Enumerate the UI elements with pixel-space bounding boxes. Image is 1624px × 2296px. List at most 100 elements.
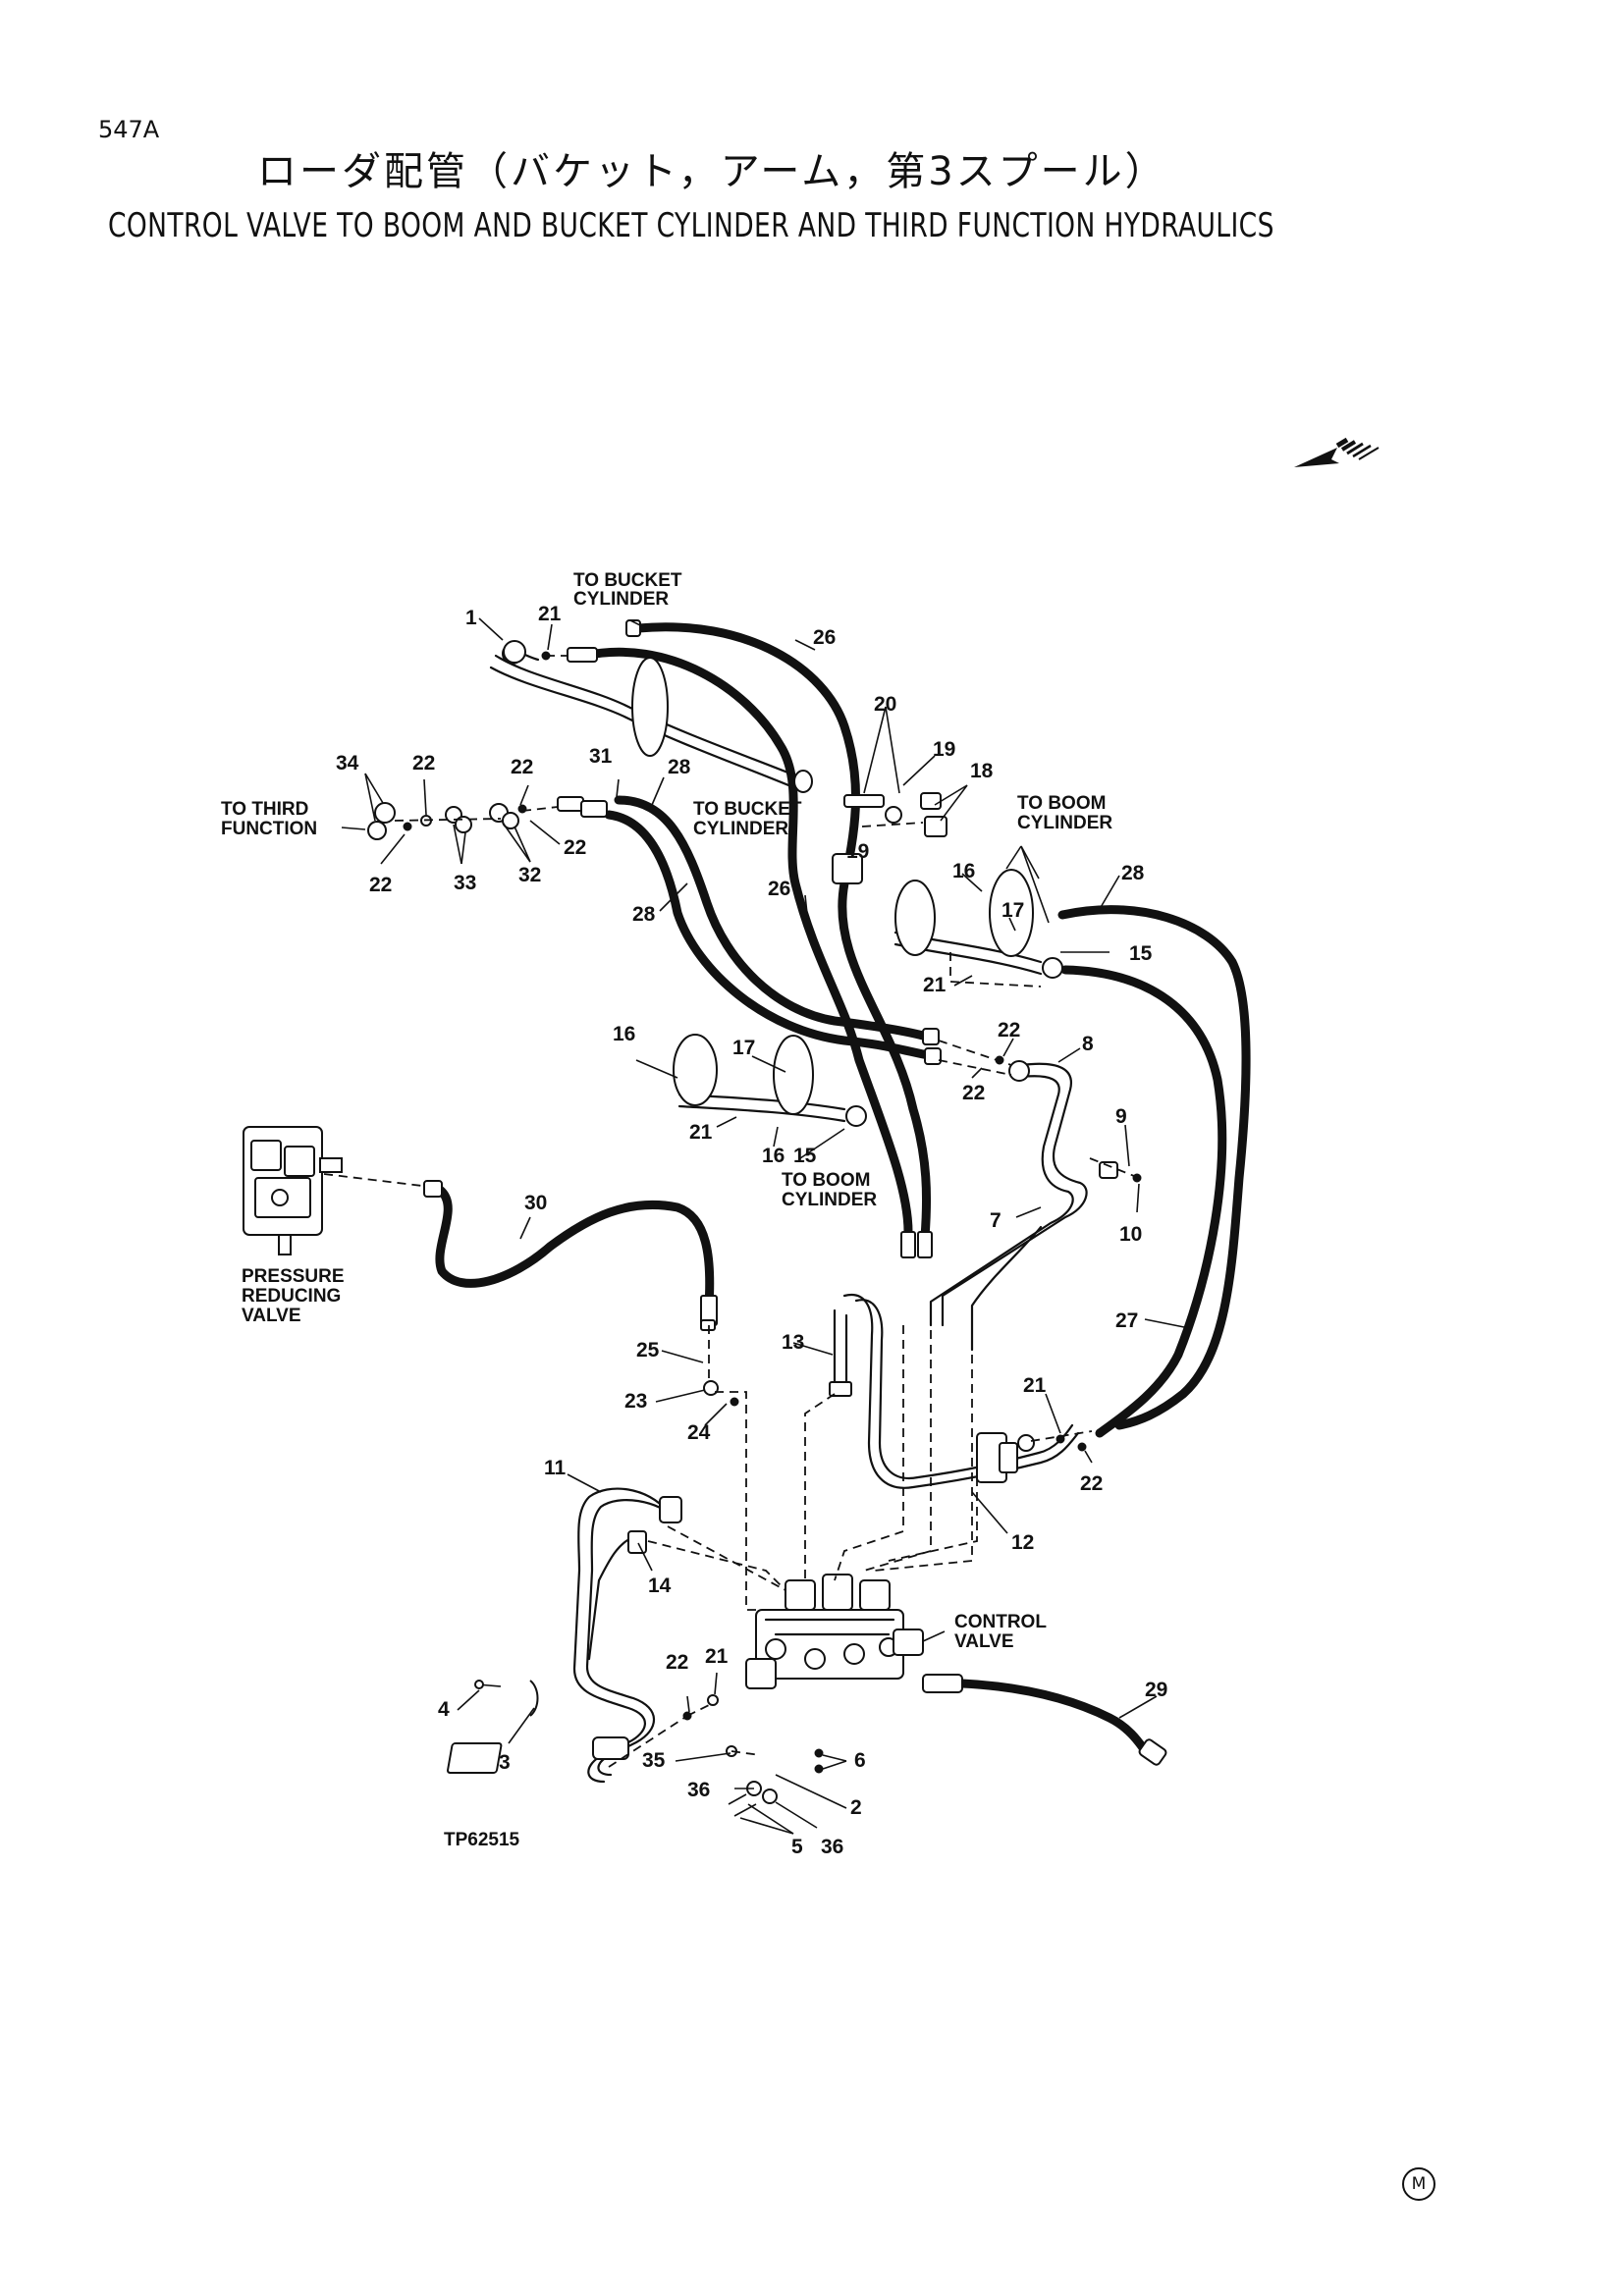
label-to-third-function: TO THIRD FUNCTION — [221, 799, 317, 839]
callout-20: 20 — [874, 693, 896, 716]
svg-text:PRESSURE: PRESSURE — [242, 1266, 345, 1287]
svg-text:REDUCING: REDUCING — [242, 1286, 341, 1307]
callout-21: 21 — [538, 603, 562, 625]
callout-22: 22 — [511, 756, 533, 778]
tube-11-14 — [572, 1487, 682, 1784]
callout-33: 33 — [454, 872, 476, 894]
label-control-valve: CONTROL VALVE — [954, 1612, 1047, 1652]
callout-22: 22 — [412, 752, 435, 774]
svg-text:CYLINDER: CYLINDER — [782, 1190, 877, 1210]
callout-13: 13 — [782, 1331, 804, 1354]
callout-17: 17 — [1001, 899, 1024, 922]
callout-28: 28 — [1121, 862, 1145, 884]
callout-4: 4 — [438, 1698, 450, 1721]
callout-9: 9 — [1115, 1105, 1127, 1128]
callout-10: 10 — [1119, 1223, 1142, 1246]
callout-25: 25 — [636, 1339, 660, 1362]
callout-1: 1 — [465, 607, 477, 629]
svg-text:VALVE: VALVE — [242, 1306, 301, 1326]
callout-2: 2 — [850, 1796, 862, 1819]
pressure-reducing-valve-body — [243, 1126, 343, 1255]
svg-text:VALVE: VALVE — [954, 1631, 1014, 1652]
callout-36: 36 — [821, 1836, 843, 1858]
svg-text:CYLINDER: CYLINDER — [693, 819, 788, 839]
tube-group-16-17-lower — [673, 1034, 867, 1127]
label-to-boom-cylinder-upper: TO BOOM CYLINDER — [1017, 793, 1112, 833]
callout-24: 24 — [687, 1421, 711, 1444]
label-to-boom-cylinder-lower: TO BOOM CYLINDER — [782, 1170, 877, 1210]
hose-30 — [423, 1180, 718, 1326]
hose-28-left — [604, 795, 942, 1065]
callout-29: 29 — [1145, 1679, 1167, 1701]
callout-27: 27 — [1115, 1309, 1138, 1332]
label-pressure-reducing-valve: PRESSURE REDUCING VALVE — [242, 1266, 345, 1326]
drawing-number: TP62515 — [444, 1830, 520, 1850]
parts-23-24-25 — [700, 1319, 739, 1407]
callout-3: 3 — [499, 1751, 511, 1774]
page-title-english: CONTROL VALVE TO BOOM AND BUCKET CYLINDE… — [108, 206, 1274, 245]
tube-13-12 — [829, 1293, 1080, 1489]
label-to-bucket-cylinder-mid: TO BUCKET CYLINDER — [693, 799, 802, 839]
callout-26: 26 — [813, 626, 836, 649]
parts-1-21 — [503, 640, 598, 664]
svg-text:TO BOOM: TO BOOM — [782, 1170, 870, 1191]
callout-22: 22 — [666, 1651, 688, 1674]
callout-21: 21 — [705, 1645, 729, 1668]
callout-23: 23 — [624, 1390, 647, 1413]
leader-lines — [341, 617, 1185, 1835]
callout-19: 19 — [846, 840, 869, 863]
callout-12: 12 — [1011, 1531, 1034, 1554]
callout-22: 22 — [998, 1019, 1020, 1041]
svg-text:TO BUCKET: TO BUCKET — [573, 570, 682, 591]
callout-26: 26 — [768, 878, 790, 900]
svg-text:TO BUCKET: TO BUCKET — [693, 799, 802, 820]
callout-15: 15 — [1129, 942, 1153, 965]
callout-14: 14 — [648, 1575, 672, 1597]
callout-16: 16 — [613, 1023, 635, 1045]
callout-5: 5 — [791, 1836, 803, 1858]
callout-18: 18 — [970, 760, 994, 782]
svg-text:TO THIRD: TO THIRD — [221, 799, 308, 820]
callout-21: 21 — [923, 974, 947, 996]
callout-22: 22 — [369, 874, 392, 896]
svg-text:FUNCTION: FUNCTION — [221, 819, 317, 839]
page-title-japanese: ローダ配管（バケット，アーム，第3スプール） — [257, 149, 1167, 194]
callout-30: 30 — [524, 1192, 547, 1214]
callout-numbers: 1 21 26 20 19 18 31 28 34 22 22 22 22 33… — [336, 603, 1167, 1858]
hose-28-27-right — [1057, 905, 1251, 1438]
page-number: 547A — [98, 116, 160, 143]
callout-16: 16 — [762, 1145, 785, 1167]
tube-group-16-17-upper — [893, 869, 1063, 979]
callout-19: 19 — [933, 738, 955, 761]
front-direction-arrow-icon — [1294, 437, 1380, 467]
callout-31: 31 — [589, 745, 613, 768]
control-valve-body — [745, 1574, 924, 1689]
label-to-bucket-cylinder-top: TO BUCKET CYLINDER — [573, 570, 682, 610]
callout-6: 6 — [854, 1749, 866, 1772]
callout-21: 21 — [689, 1121, 713, 1144]
callout-11: 11 — [544, 1457, 567, 1479]
tube-7-8 — [929, 1060, 1088, 1352]
callout-22: 22 — [564, 836, 586, 859]
callout-17: 17 — [732, 1037, 755, 1059]
callout-32: 32 — [518, 864, 541, 886]
hose-29 — [922, 1674, 1167, 1766]
svg-text:CONTROL: CONTROL — [954, 1612, 1047, 1632]
callout-35: 35 — [642, 1749, 666, 1772]
callout-28: 28 — [632, 903, 656, 926]
footer-m-mark: M — [1402, 2167, 1435, 2201]
callout-34: 34 — [336, 752, 359, 774]
callout-22: 22 — [1080, 1472, 1103, 1495]
callout-28: 28 — [668, 756, 691, 778]
svg-text:CYLINDER: CYLINDER — [573, 589, 669, 610]
parts-2-3-4-5-6-35-36 — [447, 1680, 824, 1817]
callout-8: 8 — [1082, 1033, 1094, 1055]
parts-21-22-right — [1017, 1434, 1087, 1452]
callout-15: 15 — [793, 1145, 817, 1167]
svg-text:TO BOOM: TO BOOM — [1017, 793, 1106, 814]
callout-16: 16 — [952, 860, 975, 882]
svg-text:CYLINDER: CYLINDER — [1017, 813, 1112, 833]
callout-36: 36 — [687, 1779, 710, 1801]
callout-7: 7 — [990, 1209, 1001, 1232]
